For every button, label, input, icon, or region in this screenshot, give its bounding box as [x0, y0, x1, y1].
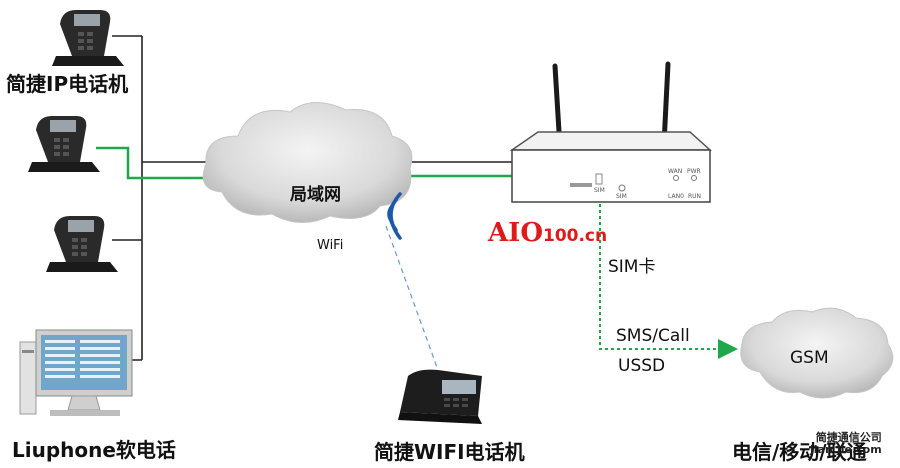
sim-card-label: SIM卡 [608, 257, 656, 277]
wifi-phone-label: 简捷WIFI电话机 [374, 440, 525, 464]
gsm-cloud [740, 307, 894, 399]
wifi-label: WiFi [317, 238, 344, 253]
green-links [96, 146, 512, 180]
ip-phone-1 [52, 10, 124, 66]
lan-cloud [202, 102, 413, 223]
wifi-link [385, 225, 439, 371]
gsm-label: GSM [790, 348, 829, 368]
brand-main: AIO [488, 218, 543, 248]
panel-sim-led-label: SIM [616, 193, 627, 200]
aio-brand-logo: AIO100.cn [488, 218, 607, 248]
carriers-label: 电信/移动/联通 [732, 440, 867, 464]
brand-suffix: 100.cn [542, 226, 608, 246]
ussd-label: USSD [618, 356, 666, 376]
lan-label: 局域网 [290, 185, 341, 205]
sim-to-gsm-link [599, 204, 738, 359]
wifi-signal-icon [387, 192, 402, 240]
ip-phone-2 [28, 116, 100, 172]
panel-run-label: RUN [688, 193, 702, 200]
sms-call-label: SMS/Call [616, 326, 690, 346]
panel-pwr-label: PWR [687, 168, 701, 175]
softphone-label: Liuphone软电话 [12, 438, 176, 462]
watermark-line2: jian.jie.com [810, 443, 882, 456]
wifi-desk-phone [398, 369, 482, 424]
ip-phone-3 [46, 216, 118, 272]
panel-sim-label: SIM [594, 187, 605, 194]
ip-phones-label: 简捷IP电话机 [6, 72, 129, 96]
panel-wan-label: WAN [668, 168, 683, 175]
softphone-computer [19, 329, 133, 416]
wiring [112, 35, 512, 361]
aio-gateway-device [509, 61, 712, 203]
panel-lan-label: LAN0 [668, 193, 684, 200]
watermark: 简捷通信公司 jian.jie.com [810, 432, 882, 456]
watermark-line1: 简捷通信公司 [815, 431, 882, 444]
